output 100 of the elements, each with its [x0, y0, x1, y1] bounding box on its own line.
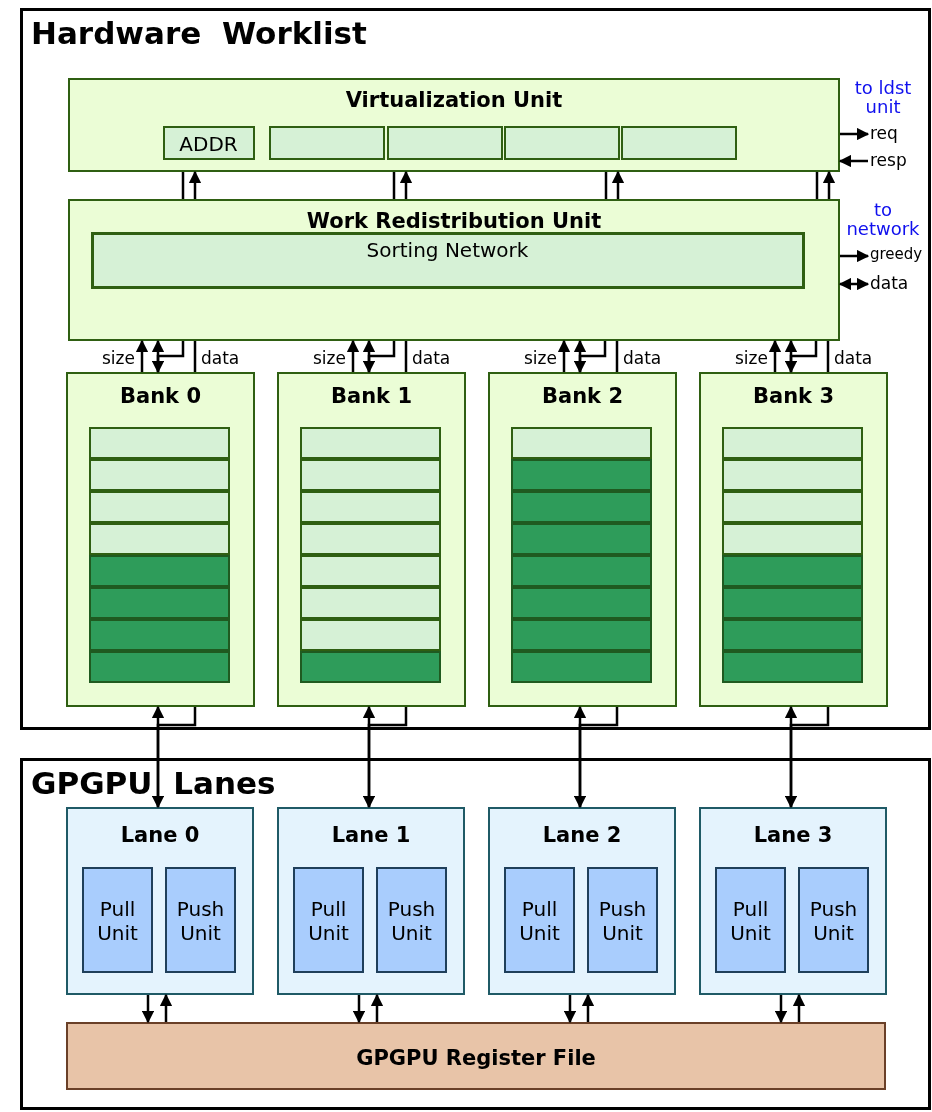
panel-title: Hardware Worklist	[31, 15, 367, 51]
edge-label: req	[870, 125, 898, 142]
connector-arrow	[840, 249, 870, 263]
queue-slot	[722, 587, 863, 619]
unit-box	[165, 867, 236, 973]
edge-label: data	[623, 350, 662, 367]
bank-box	[699, 372, 888, 707]
connector-arrow	[557, 339, 571, 372]
unit-label: Push Unit	[808, 897, 859, 945]
queue-slot	[89, 619, 230, 651]
connector-arrow	[563, 995, 577, 1024]
bank-title: Bank 3	[752, 384, 835, 408]
unit-box	[293, 867, 364, 973]
queue-slot	[722, 555, 863, 587]
queue-slot	[511, 587, 652, 619]
queue-slot	[511, 555, 652, 587]
edge-label: data	[834, 350, 873, 367]
lane-title: Lane 1	[330, 823, 412, 847]
connector-arrow	[399, 170, 413, 199]
queue-slot	[89, 427, 230, 459]
connector-arrow	[838, 154, 868, 168]
connector-arrow	[370, 993, 384, 1022]
queue-slot	[300, 491, 441, 523]
connector-arrow	[822, 170, 836, 199]
lane-title: Lane 2	[541, 823, 623, 847]
edge-label: size	[524, 350, 557, 367]
network-box	[90, 231, 805, 289]
edge-label: data	[412, 350, 451, 367]
queue-slot	[722, 523, 863, 555]
unit-box	[504, 867, 575, 973]
bank-box	[66, 372, 255, 707]
connector-arrow	[581, 993, 595, 1022]
queue-slot	[89, 555, 230, 587]
queue-slot	[722, 491, 863, 523]
queue-slot	[503, 125, 620, 160]
unit-box	[715, 867, 786, 973]
queue-slot	[511, 459, 652, 491]
connector-arrow	[135, 339, 149, 372]
lane-title: Lane 0	[119, 823, 201, 847]
queue-slot	[300, 459, 441, 491]
network-label: Sorting Network	[365, 237, 530, 262]
unit-label: Push Unit	[597, 897, 648, 945]
bank-title: Bank 0	[119, 384, 202, 408]
edge-label: size	[313, 350, 346, 367]
queue-slot	[511, 491, 652, 523]
queue-slot	[386, 125, 503, 160]
lane-box	[277, 807, 465, 995]
queue-slot	[300, 651, 441, 683]
queue-slot	[620, 125, 737, 160]
queue-slot	[300, 587, 441, 619]
queue-slot	[722, 459, 863, 491]
lane-box	[699, 807, 887, 995]
connector-arrow	[792, 993, 806, 1022]
connector-arrow	[774, 995, 788, 1024]
note-label: to ldst unit	[853, 78, 913, 116]
register-file-box	[66, 1022, 886, 1090]
unit-box	[68, 199, 840, 341]
lane-box	[66, 807, 254, 995]
queue-slot	[89, 491, 230, 523]
queue-slot	[300, 619, 441, 651]
queue-slot	[89, 523, 230, 555]
queue-slot	[89, 587, 230, 619]
queue-slot	[722, 651, 863, 683]
queue-slot	[89, 651, 230, 683]
unit-box	[376, 867, 447, 973]
connector-arrow	[159, 993, 173, 1022]
queue-slot	[300, 427, 441, 459]
connector-arrow	[840, 127, 870, 141]
connector-arrow	[768, 339, 782, 372]
queue-slot	[300, 555, 441, 587]
bank-box	[488, 372, 677, 707]
unit-label: Push Unit	[386, 897, 437, 945]
unit-title: Work Redistribution Unit	[305, 209, 603, 233]
queue-slot	[268, 125, 385, 160]
register-box	[162, 125, 255, 160]
unit-box	[798, 867, 869, 973]
bank-title: Bank 1	[330, 384, 413, 408]
queue-slot	[300, 523, 441, 555]
queue-slot	[511, 619, 652, 651]
connector-arrow	[611, 170, 625, 199]
edge-label: resp	[870, 152, 907, 169]
unit-box	[68, 78, 840, 172]
connector-arrow	[141, 995, 155, 1024]
panel-title: GPGPU Lanes	[31, 765, 276, 801]
panel	[20, 758, 931, 1110]
connector-arrow	[188, 170, 202, 199]
lane-title: Lane 3	[752, 823, 834, 847]
note-label: to network	[845, 200, 921, 238]
connector-arrow	[352, 995, 366, 1024]
register-label: ADDR	[178, 131, 239, 156]
unit-label: Pull Unit	[96, 897, 139, 945]
lane-box	[488, 807, 676, 995]
unit-label: Pull Unit	[729, 897, 772, 945]
unit-label: Push Unit	[175, 897, 226, 945]
edge-label: data	[201, 350, 240, 367]
edge-label: data	[870, 275, 909, 292]
panel	[20, 8, 931, 730]
unit-title: Virtualization Unit	[344, 88, 564, 112]
queue-slot	[511, 651, 652, 683]
queue-slot	[722, 619, 863, 651]
